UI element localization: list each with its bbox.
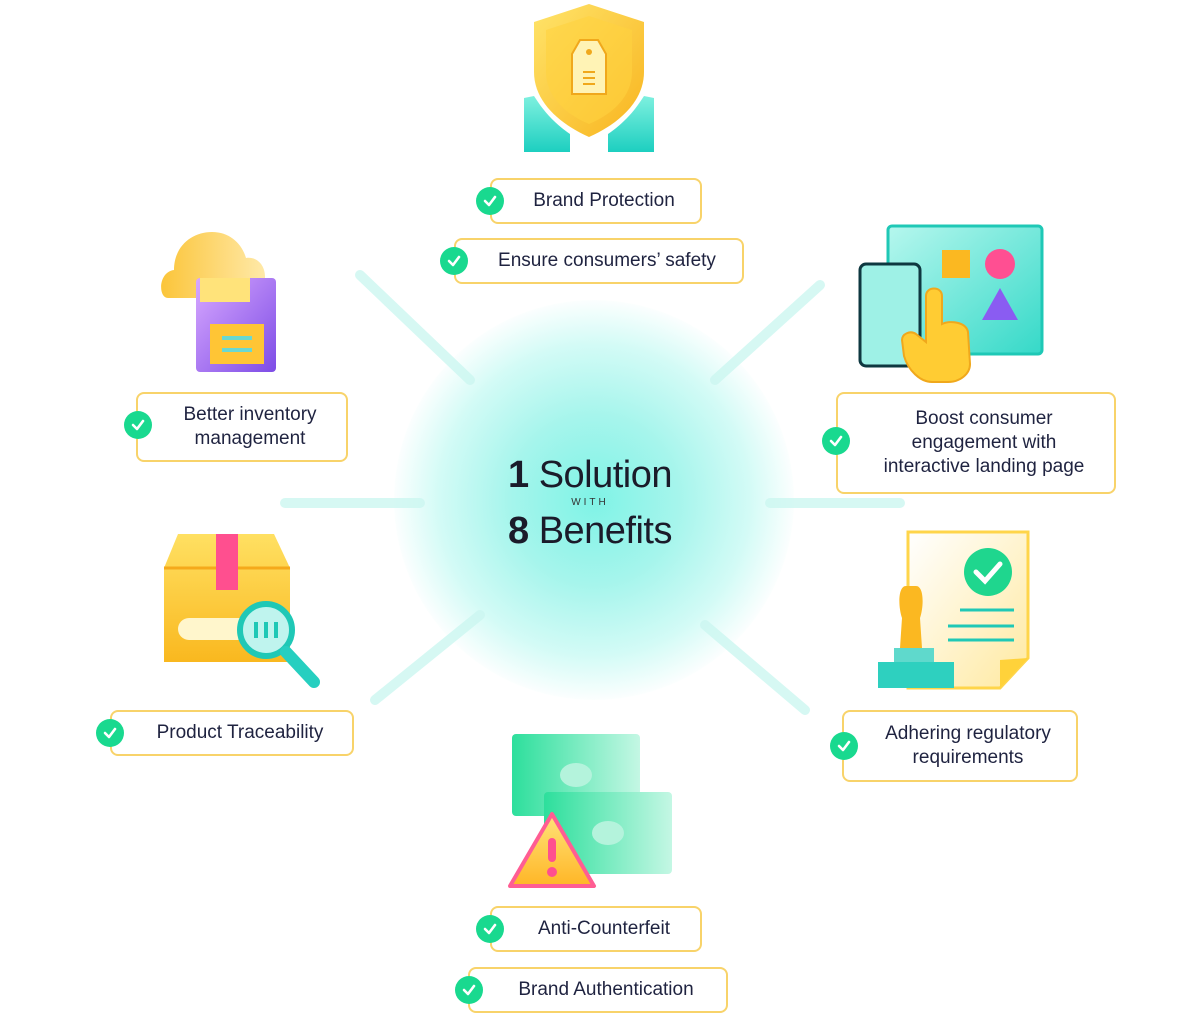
tablet-touch-icon — [858, 224, 1044, 383]
shield-hands-icon — [524, 4, 654, 152]
check-icon — [440, 247, 468, 275]
box-search-icon — [164, 534, 320, 688]
title-line-1: 1 Solution — [470, 455, 710, 495]
benefit-product-traceability: Product Traceability — [110, 710, 354, 756]
check-icon — [455, 976, 483, 1004]
cash-warning-icon — [508, 734, 672, 888]
benefit-label: Anti-Counterfeit — [537, 918, 670, 939]
benefit-regulatory-requirements: Adhering regulatory requirements — [842, 710, 1078, 782]
stamp-document-icon — [878, 530, 1030, 690]
solution-count: 1 — [507, 454, 529, 496]
solution-label: Solution — [538, 454, 673, 496]
benefit-label-line: engagement with — [911, 432, 1057, 453]
check-icon — [476, 915, 504, 943]
benefit-label: Brand Authentication — [518, 979, 694, 1000]
benefit-anti-counterfeit: Anti-Counterfeit — [490, 906, 702, 952]
benefit-label: Ensure consumers’ safety — [498, 250, 716, 271]
benefit-label-line: Boost consumer — [915, 408, 1053, 429]
benefit-brand-authentication: Brand Authentication — [468, 967, 728, 1013]
check-icon — [830, 732, 858, 760]
benefit-count: 8 — [507, 510, 529, 552]
benefit-label-line: interactive landing page — [883, 456, 1085, 477]
center-title: 1 Solution WITH 8 Benefits — [470, 455, 710, 551]
check-icon — [124, 411, 152, 439]
with-label: WITH — [571, 497, 609, 508]
benefit-label: Benefits — [538, 510, 673, 552]
check-icon — [476, 187, 504, 215]
benefit-consumer-engagement: Boost consumer engagement with interacti… — [836, 392, 1116, 494]
cloud-floppy-icon — [161, 232, 276, 372]
benefit-brand-protection: Brand Protection — [490, 178, 702, 224]
benefit-inventory-management: Better inventory management — [136, 392, 348, 462]
check-icon — [96, 719, 124, 747]
benefit-label-line: Better inventory — [183, 404, 317, 425]
title-line-2: 8 Benefits — [470, 511, 710, 551]
benefit-label: Product Traceability — [156, 722, 324, 743]
benefit-label-line: requirements — [912, 747, 1024, 768]
benefit-label-line: management — [194, 428, 306, 449]
benefit-consumer-safety: Ensure consumers’ safety — [454, 238, 744, 284]
benefit-label-line: Adhering regulatory — [885, 723, 1051, 744]
benefit-label: Brand Protection — [533, 190, 675, 211]
check-icon — [822, 427, 850, 455]
